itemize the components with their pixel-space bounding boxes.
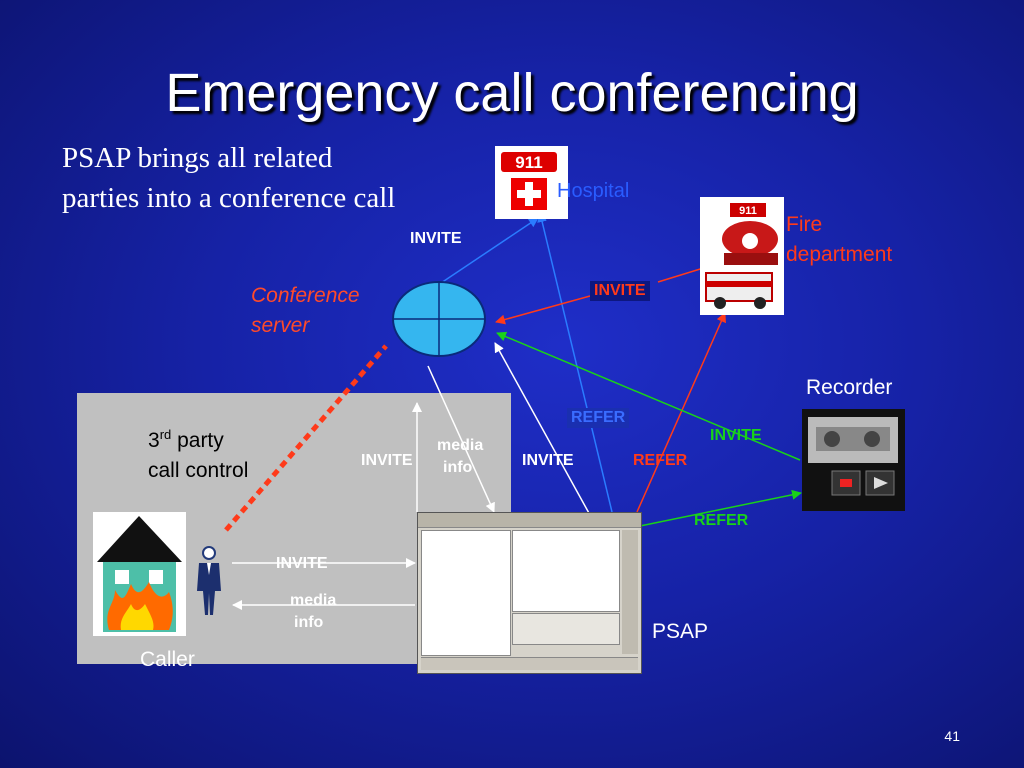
caller-label: Caller [140, 648, 195, 671]
msg-media-info-caller: media info [290, 592, 337, 631]
edge-invite-fire [495, 295, 591, 325]
psap-console-side-buttons [622, 530, 638, 654]
msg-refer-hospital: REFER [567, 408, 630, 428]
caller-person-icon [197, 546, 221, 615]
msg-invite-fire: INVITE [590, 281, 650, 301]
edge-invite-hospital [440, 217, 539, 284]
msg-media-info-psap: media info [437, 437, 484, 476]
edge-caller-conference-media [224, 344, 388, 532]
conference-server-icon [392, 281, 486, 357]
caller-house-fire-icon [93, 512, 186, 636]
subtitle: PSAP brings all related parties into a c… [62, 138, 395, 218]
msg-invite-psap-left: INVITE [361, 452, 413, 469]
psap-label: PSAP [652, 620, 709, 643]
page-number: 41 [944, 728, 960, 744]
page-title: Emergency call conferencing [165, 63, 859, 123]
conference-server-label: Conference server [251, 284, 360, 337]
psap-console [417, 512, 642, 674]
edge-refer-fire [636, 312, 726, 513]
psap-console-list-panel [421, 530, 511, 656]
hospital-911-icon: 911 [495, 146, 568, 219]
recorder-icon [802, 409, 905, 511]
msg-invite-recorder: INVITE [710, 427, 762, 444]
msg-refer-recorder: REFER [694, 512, 749, 529]
hospital-badge-text: 911 [515, 153, 542, 172]
subtitle-line-1: PSAP brings all related [62, 142, 333, 174]
edge-refer-recorder [639, 489, 802, 527]
edge-invite-psap-right [494, 342, 591, 516]
fire-department-icon: 911 [700, 197, 784, 315]
fire-department-label: Fire department [786, 213, 893, 266]
psap-console-resources-panel [512, 613, 620, 645]
hospital-label: Hospital [557, 180, 630, 202]
third-party-call-control-label: 3rd party call control [148, 427, 249, 482]
msg-invite-caller: INVITE [276, 555, 328, 572]
msg-invite-psap-right: INVITE [522, 452, 574, 469]
psap-console-status-bar [421, 657, 638, 670]
msg-refer-fire: REFER [633, 452, 688, 469]
psap-console-call-panel [512, 530, 620, 612]
msg-invite-hospital: INVITE [410, 230, 462, 247]
edge-media-info-psap [427, 365, 495, 513]
recorder-label: Recorder [806, 376, 893, 399]
edge-refer-hospital [537, 212, 613, 513]
subtitle-line-2: parties into a conference call [62, 182, 396, 214]
edge-invite-recorder [496, 331, 801, 461]
psap-console-toolbar [418, 513, 641, 528]
fire-badge-text: 911 [739, 205, 757, 217]
